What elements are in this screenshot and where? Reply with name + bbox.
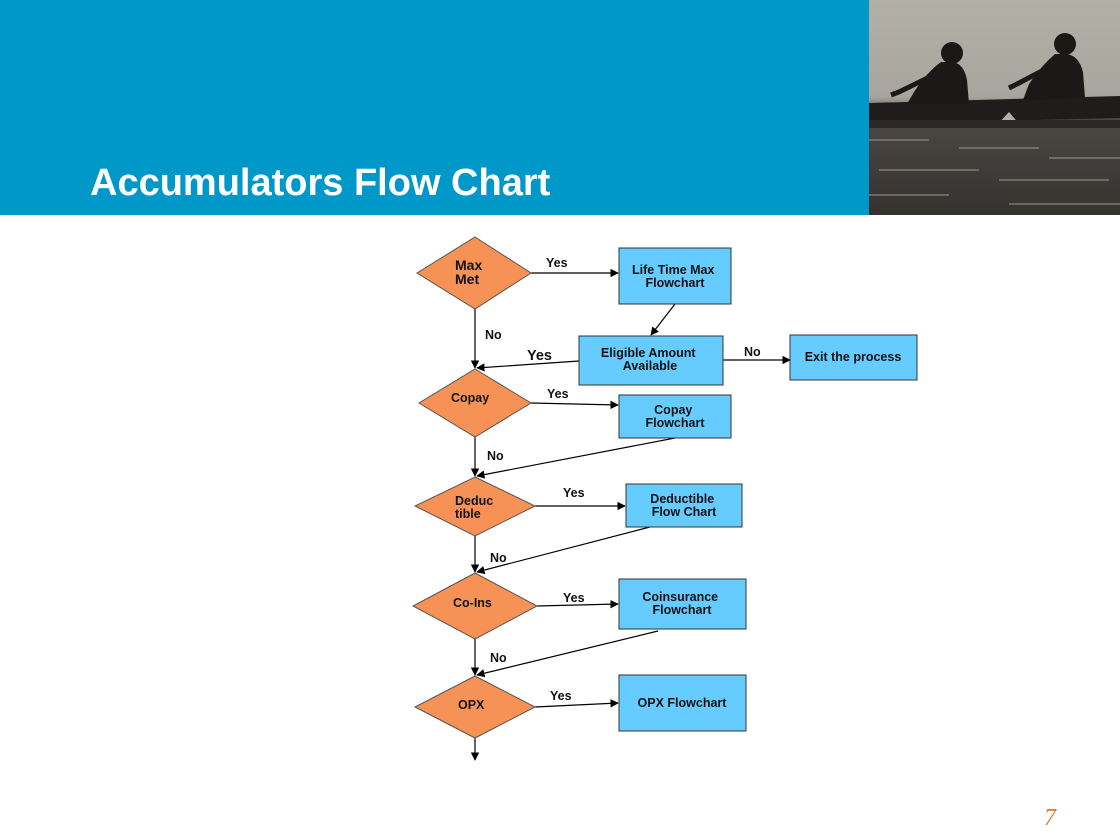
- decision-copay: [418, 368, 532, 438]
- decision-coins-label: Co-Ins: [453, 596, 492, 610]
- process-lifetime-max-label: Life Time Max Flowchart: [632, 263, 718, 290]
- rowers-photo: [869, 0, 1120, 215]
- decision-deductible-label: Deduc tible: [455, 494, 497, 521]
- decision-coins: [411, 572, 539, 640]
- edge-label-deduc-yes: Yes: [563, 486, 585, 500]
- process-coinsurance-flowchart: [618, 578, 747, 630]
- edge-copayflow-back: [476, 437, 676, 479]
- decision-opx: [413, 675, 537, 739]
- edge-label-coins-no: No: [490, 651, 507, 665]
- process-opx-flowchart: [618, 674, 747, 732]
- process-copay-flowchart: [618, 394, 732, 439]
- process-deductible-flowchart: [625, 483, 743, 528]
- page-number: 7: [1044, 805, 1056, 831]
- edge-copay-yes: [530, 400, 619, 410]
- slide-title: Accumulators Flow Chart: [90, 162, 551, 204]
- process-eligible-amount-label: Eligible Amount Available: [601, 346, 699, 373]
- edge-label-eligible-no: No: [744, 345, 761, 359]
- decision-deductible: [413, 476, 537, 537]
- edge-opx-yes: [534, 699, 619, 708]
- edge-eligible-yes: [476, 360, 580, 372]
- process-deductible-flowchart-label: Deductible Flow Chart: [650, 492, 717, 519]
- edge-label-deduc-no: No: [490, 551, 507, 565]
- edge-coins-yes: [536, 599, 619, 609]
- edge-label-copay-yes: Yes: [547, 387, 569, 401]
- process-exit-label: Exit the process: [805, 350, 902, 364]
- decision-opx-label: OPX: [458, 698, 485, 712]
- decision-copay-label: Copay: [451, 391, 489, 405]
- process-coinsurance-flowchart-label: Coinsurance Flowchart: [642, 590, 721, 617]
- process-lifetime-max: [618, 247, 732, 305]
- edge-deducflow-back: [476, 526, 651, 575]
- edge-label-max-no: No: [485, 328, 502, 342]
- edge-label-coins-yes: Yes: [563, 591, 585, 605]
- edge-lifetime-to-eligible: [650, 303, 676, 336]
- edge-label-copay-no: No: [487, 449, 504, 463]
- process-copay-flowchart-label: Copay Flowchart: [645, 403, 705, 430]
- decision-max-met: [416, 236, 532, 310]
- process-eligible-amount: [578, 335, 724, 386]
- process-opx-flowchart-label: OPX Flowchart: [638, 696, 728, 710]
- decision-max-met-label: Max Met: [455, 257, 486, 287]
- edge-coinsflow-back: [476, 630, 659, 678]
- process-exit: [789, 334, 918, 381]
- edge-label-max-yes: Yes: [546, 256, 568, 270]
- edge-label-eligible-yes: Yes: [527, 348, 552, 364]
- edge-label-opx-yes: Yes: [550, 689, 572, 703]
- slide-header: [0, 0, 869, 215]
